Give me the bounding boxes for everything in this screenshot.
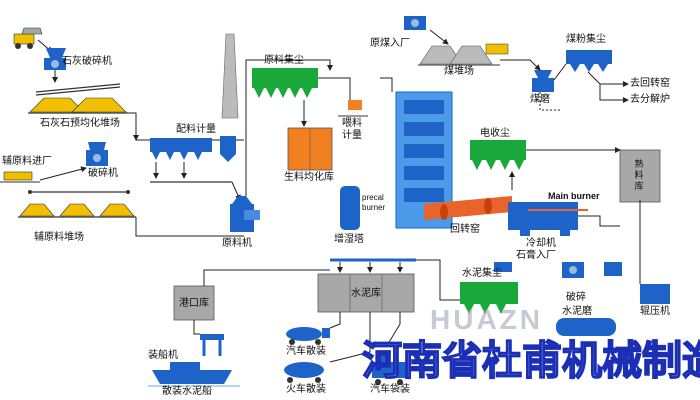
- label-feed-meter-1: 喂料: [342, 118, 362, 129]
- label-cement-silo: 水泥库: [351, 288, 381, 299]
- aux-piles: [18, 203, 136, 218]
- label-cement-dust: 水泥集尘: [462, 268, 502, 279]
- humidifying-tower: [340, 186, 360, 230]
- label-aux-yard: 辅原料堆场: [34, 232, 84, 243]
- label-limestone-crusher: 石灰破碎机: [62, 56, 112, 67]
- label-precal-1: precal: [362, 193, 384, 202]
- port-silo: [173, 285, 215, 321]
- gypsum-truck-icon: [494, 262, 512, 272]
- label-crush: 破碎: [566, 292, 586, 303]
- label-precal-2: burner: [362, 203, 386, 212]
- raw-mill: [230, 196, 260, 232]
- label-truck-bulk: 汽车散装: [286, 346, 326, 357]
- aux-truck-icon: [0, 171, 40, 183]
- label-roller-press: 辊压机: [640, 306, 670, 317]
- limestone-truck-icon: [13, 27, 43, 49]
- label-cooler: 冷却机: [526, 238, 556, 249]
- label-gypsum-in: 石膏入厂: [516, 250, 556, 261]
- batching-bins: [150, 138, 232, 183]
- stacker-conveyor: [35, 83, 121, 96]
- label-bulk-ship: 散装水泥船: [162, 386, 212, 397]
- company-watermark: 河南省杜甫机械制造有限公司: [361, 337, 700, 385]
- label-train-bulk: 火车散装: [286, 384, 326, 395]
- label-ship-loader: 装船机: [148, 350, 178, 361]
- label-limestone-prehomo: 石灰石预均化堆场: [40, 118, 120, 129]
- cement-ship: [148, 362, 240, 387]
- bag-truck: [372, 352, 406, 385]
- chimney: [221, 33, 239, 119]
- bulk-truck: [286, 327, 330, 345]
- label-aux-in: 辅原料进厂: [2, 156, 52, 167]
- huazn-logo-watermark: HUAZN: [430, 304, 543, 335]
- label-to-decomp: 去分解炉: [630, 94, 670, 105]
- label-raw-mill: 原料机: [222, 238, 252, 249]
- label-cement-mill: 水泥磨: [562, 306, 592, 317]
- coal-yard: [418, 43, 509, 66]
- cooler: [508, 202, 578, 236]
- limestone-crusher: [44, 48, 66, 70]
- coal-truck-icon: [404, 16, 426, 30]
- label-clinker-store: 熟料库: [634, 160, 644, 192]
- batch-hopper: [220, 136, 236, 162]
- roller-press: [640, 284, 670, 304]
- label-kiln: 回转窑: [450, 224, 480, 235]
- cement-mill: [556, 318, 616, 336]
- aux-conveyor: [28, 190, 130, 194]
- cement-silo: [317, 273, 415, 313]
- label-feed-meter-2: 计量: [342, 130, 362, 141]
- raw-dust-collector: [252, 68, 318, 98]
- coal-dust-collector: [566, 50, 612, 72]
- label-humid-tower: 增湿塔: [334, 234, 364, 245]
- clinker-store: [619, 149, 661, 203]
- aux-crusher: [86, 142, 108, 166]
- rotary-kiln: [424, 196, 512, 220]
- label-raw-homo: 生料均化库: [284, 172, 334, 183]
- electrostatic-precipitator: [470, 140, 526, 170]
- cement-dust-collector: [460, 282, 518, 314]
- cement-crusher: [562, 262, 584, 278]
- label-to-kiln: 去回转窑: [630, 78, 670, 89]
- label-coal-mill: 煤磨: [530, 94, 550, 105]
- ship-loader: [200, 334, 224, 356]
- label-coal-yard: 煤堆场: [444, 66, 474, 77]
- label-port-silo: 港口库: [179, 298, 209, 309]
- label-raw-dust: 原料集尘: [264, 55, 304, 66]
- feed-meter: [338, 100, 368, 117]
- gypsum-bin: [604, 262, 622, 276]
- label-truck-bag: 汽车袋装: [370, 384, 410, 395]
- raw-homo-silo: [287, 127, 333, 171]
- coal-mill: [532, 70, 554, 92]
- label-batching: 配料计量: [176, 124, 216, 135]
- label-coal-in: 原煤入厂: [370, 38, 410, 49]
- label-main-burner: Main burner: [548, 191, 600, 201]
- bulk-train: [284, 362, 324, 383]
- label-coal-dust: 煤粉集尘: [566, 34, 606, 45]
- prehomo-pile: [28, 97, 128, 114]
- label-esp: 电收尘: [480, 128, 510, 139]
- label-crusher: 破碎机: [88, 168, 118, 179]
